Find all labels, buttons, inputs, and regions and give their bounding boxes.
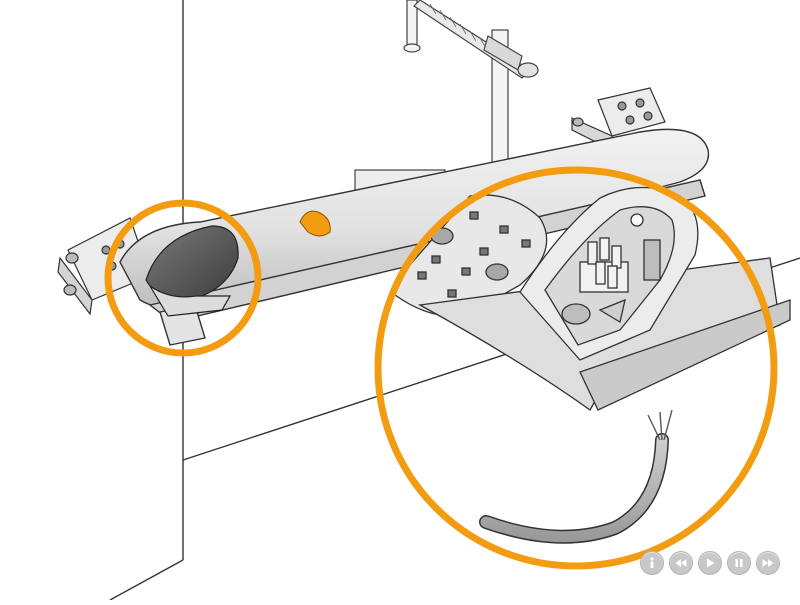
info-button[interactable]	[640, 551, 664, 575]
playback-controls	[640, 551, 790, 579]
control-board	[394, 186, 791, 411]
info-icon	[650, 557, 654, 568]
power-cable	[479, 409, 673, 544]
rewind-button[interactable]	[669, 551, 693, 575]
play-icon	[707, 558, 715, 568]
fast-forward-button[interactable]	[756, 551, 780, 575]
right-mounting-bracket	[571, 87, 666, 151]
rewind-icon	[675, 559, 687, 567]
fast-forward-icon	[762, 559, 774, 567]
end-cap-highlight-circle	[104, 199, 262, 357]
end-cap	[145, 225, 239, 317]
play-button[interactable]	[698, 551, 722, 575]
pause-button[interactable]	[727, 551, 751, 575]
wiring-highlight-circle	[374, 166, 778, 570]
pause-icon	[735, 559, 743, 567]
